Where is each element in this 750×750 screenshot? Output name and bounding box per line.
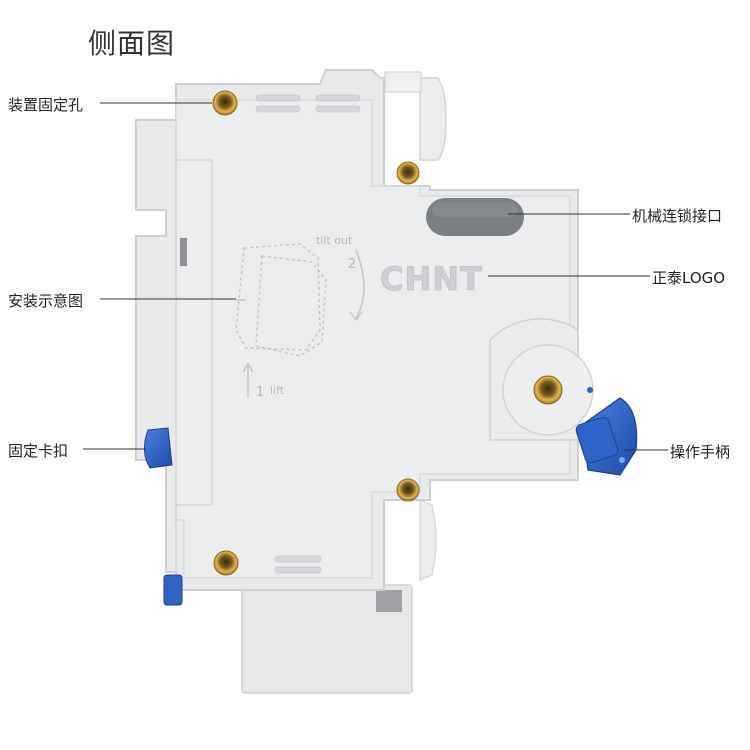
leader-lines [83, 102, 668, 451]
callout-logo: 正泰LOGO [652, 269, 726, 287]
vent-grille-top [255, 94, 361, 113]
top-right-lug [419, 77, 447, 161]
chnt-logo: CHNT [380, 260, 483, 298]
callout-interlock: 机械连锁接口 [632, 207, 723, 225]
callout-clip: 固定卡扣 [8, 442, 69, 460]
callout-mount-hole: 装置固定孔 [8, 96, 84, 114]
diagram-step-two: 2 [348, 257, 356, 272]
mounting-clip [144, 427, 183, 606]
install-diagram [235, 243, 327, 357]
mounting-screws [212, 90, 563, 576]
vent-grille-bottom [274, 555, 322, 574]
diagram-tilt-label: tilt out [316, 234, 353, 247]
side-slot [180, 238, 187, 266]
page-title: 侧面图 [88, 27, 176, 60]
diagram-step-one: 1 [256, 385, 264, 400]
operating-handle [575, 397, 638, 476]
callout-install-diagram: 安装示意图 [8, 292, 84, 310]
callout-handle: 操作手柄 [670, 443, 731, 461]
diagram-lift-label: lift [270, 384, 285, 397]
terminal-screw-slot [376, 590, 402, 612]
